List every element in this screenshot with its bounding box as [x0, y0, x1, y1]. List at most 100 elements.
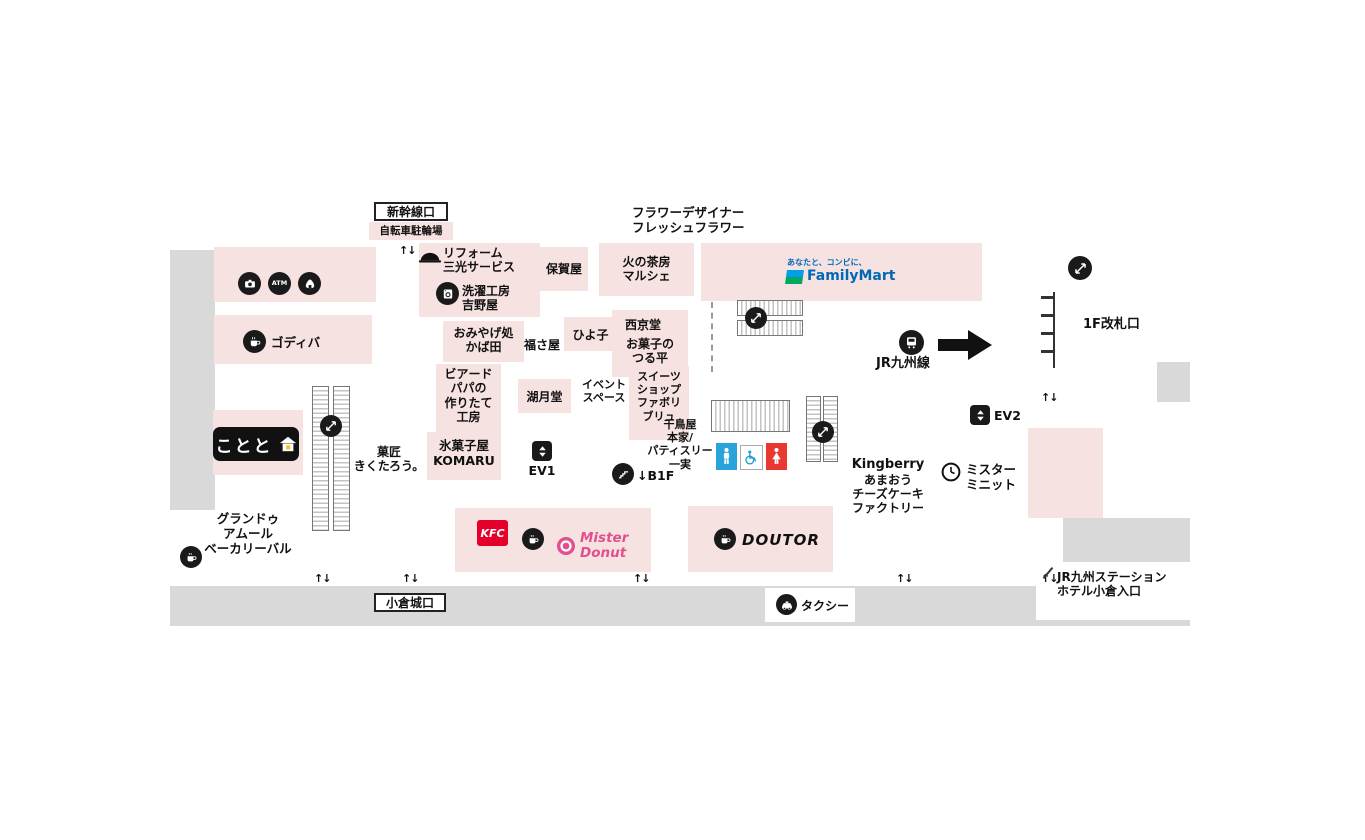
shop-area-familymart [701, 243, 982, 301]
kototo-house-icon [279, 435, 297, 453]
jr-kyushu-line-label: JR九州線 [876, 356, 930, 371]
ev2-label: EV2 [994, 408, 1021, 423]
misterdonut-mark-icon [556, 536, 576, 560]
event-space-label: イベント スペース [582, 378, 626, 405]
escalator-run-left-b [333, 386, 350, 531]
shop-area-kabata [443, 321, 524, 362]
fukusaya-label: 福さ屋 [524, 338, 561, 352]
kfc-logo: KFC [477, 520, 508, 546]
clock-icon [941, 462, 961, 486]
coffee-icon-doutor [714, 528, 736, 550]
ticket-gate-unit [1041, 350, 1053, 353]
elevator-icon-ev1 [532, 441, 552, 461]
ticket-gate-unit [1041, 332, 1053, 335]
mister-minit-label: ミスター ミニット [966, 462, 1017, 492]
shop-area-services [214, 247, 376, 302]
cap-icon [419, 250, 441, 269]
b1f-label: ↓B1F [637, 468, 675, 483]
escalator-icon-left [320, 415, 342, 437]
tsurudaira-label: お菓子の つる平 [625, 337, 674, 366]
shop-area-kogetsudo [518, 379, 571, 413]
shop-area-godiva [214, 315, 372, 364]
coffee-icon-foodcourt [522, 528, 544, 550]
shop-area-saikyodo-tsurudaira [612, 310, 688, 377]
kokura-castle-exit-label: 小倉城口 [385, 596, 434, 610]
outside-area-left [170, 250, 215, 510]
laundry-label: 洗濯工房 吉野屋 [462, 284, 511, 313]
reform-label: リフォーム 三光サービス [443, 246, 516, 275]
outside-area-bottom [170, 586, 1190, 626]
onigiri-icon [298, 272, 321, 295]
ev1-label: EV1 [528, 463, 556, 478]
grand-amour-label: グランドゥ アムール ベーカリーバル [204, 511, 292, 556]
shop-area-sweets [629, 366, 689, 440]
shinkansen-exit-label: 新幹線口 [386, 205, 435, 219]
outside-area-topright [1157, 362, 1190, 402]
beard-papa-label: ビアード パパの 作りたて 工房 [444, 367, 493, 425]
camera-icon [238, 272, 261, 295]
coffee-icon-bakery [180, 546, 202, 568]
kogetsudo-label: 湖月堂 [526, 390, 563, 404]
shop-area-doutor [688, 506, 833, 572]
shop-area-hinochabo [599, 243, 694, 296]
laundry-icon [436, 282, 459, 305]
familymart-label: FamilyMart [807, 268, 896, 284]
escalator-icon-topright [1068, 256, 1092, 280]
sweets-favori-label: スイーツ ショップ ファボリ ブリュ [637, 370, 681, 423]
taxi-icon [776, 594, 797, 615]
hogaya-label: 保賀屋 [545, 262, 582, 276]
familymart-tagline: あなたと、コンビに、 [787, 258, 867, 267]
atm-icon: ATM [268, 272, 291, 295]
entrance-arrow-bottom-1: ↑↓ [314, 572, 331, 585]
taxi-label: タクシー [801, 599, 850, 613]
kabata-label: おみやげ処 かば田 [453, 326, 514, 355]
hotel-entrance-bay [1036, 562, 1190, 620]
male-restroom-icon [716, 443, 737, 470]
shop-area-reform-laundry [419, 243, 540, 317]
escalator-icon-top [745, 307, 767, 329]
doutor-label: DOUTOR [742, 531, 820, 549]
escalator-icon-mid [812, 421, 834, 443]
bicycle-parking-label: 自転車駐輪場 [379, 225, 443, 237]
wheelchair-icon [740, 445, 763, 470]
shinkansen-exit-box: 新幹線口 [374, 202, 448, 221]
ticket-gate-label: 1F改札口 [1083, 317, 1140, 332]
escalator-run-left-a [312, 386, 329, 531]
mister-donut-label: Mister Donut [580, 530, 629, 561]
entrance-arrow-bottom-2: ↑↓ [402, 572, 419, 585]
shop-area-beard-papa [436, 364, 501, 433]
entrance-arrow-right: ↑↓ [1041, 391, 1058, 404]
stairs-icon-b1f [612, 463, 634, 485]
shop-area-komaru [427, 432, 501, 480]
kototo-label: ことと [215, 436, 273, 457]
platform-divider-line [711, 302, 713, 372]
godiva-label: ゴディバ [271, 335, 321, 350]
stairs-run-center [711, 400, 790, 432]
shop-area-right [1028, 428, 1103, 518]
shop-area-hogaya [540, 247, 588, 291]
ticket-gate-wall [1053, 292, 1055, 368]
kingberry-label: Kingberry あまおう チーズケーキ ファクトリー [851, 457, 925, 516]
entrance-arrow-bottom-4: ↑↓ [896, 572, 913, 585]
komaru-label: 氷菓子屋 KOMARU [433, 438, 495, 468]
coffee-icon-godiva [243, 330, 266, 353]
ticket-gate-unit [1041, 314, 1053, 317]
familymart-flag-icon [785, 270, 804, 284]
entrance-arrow-bottom-5: ↑↓ [1041, 572, 1058, 585]
hiyoko-label: ひよ子 [572, 328, 609, 342]
entrance-arrow-bottom-3: ↑↓ [633, 572, 650, 585]
saikyodo-label: 西京堂 [625, 318, 662, 332]
kokura-castle-exit-box: 小倉城口 [374, 593, 446, 612]
chidoriya-label: 千鳥屋 本家/ パティスリー 一実 [647, 418, 713, 471]
female-restroom-icon [766, 443, 787, 470]
train-icon [899, 330, 924, 355]
flower-shop-label: フラワーデザイナー フレッシュフラワー [632, 205, 745, 235]
hinochabo-label: 火の茶房 マルシェ [622, 255, 671, 284]
kototo-logo: ことと [213, 427, 299, 461]
elevator-icon-ev2 [970, 405, 990, 425]
ticket-gate-unit [1041, 296, 1053, 299]
bicycle-parking-strip [369, 222, 453, 240]
kikutaro-label: 菓匠 きくたろう。 [353, 445, 425, 474]
entrance-arrow-top: ↑↓ [399, 244, 416, 257]
direction-arrow-icon [938, 327, 992, 367]
